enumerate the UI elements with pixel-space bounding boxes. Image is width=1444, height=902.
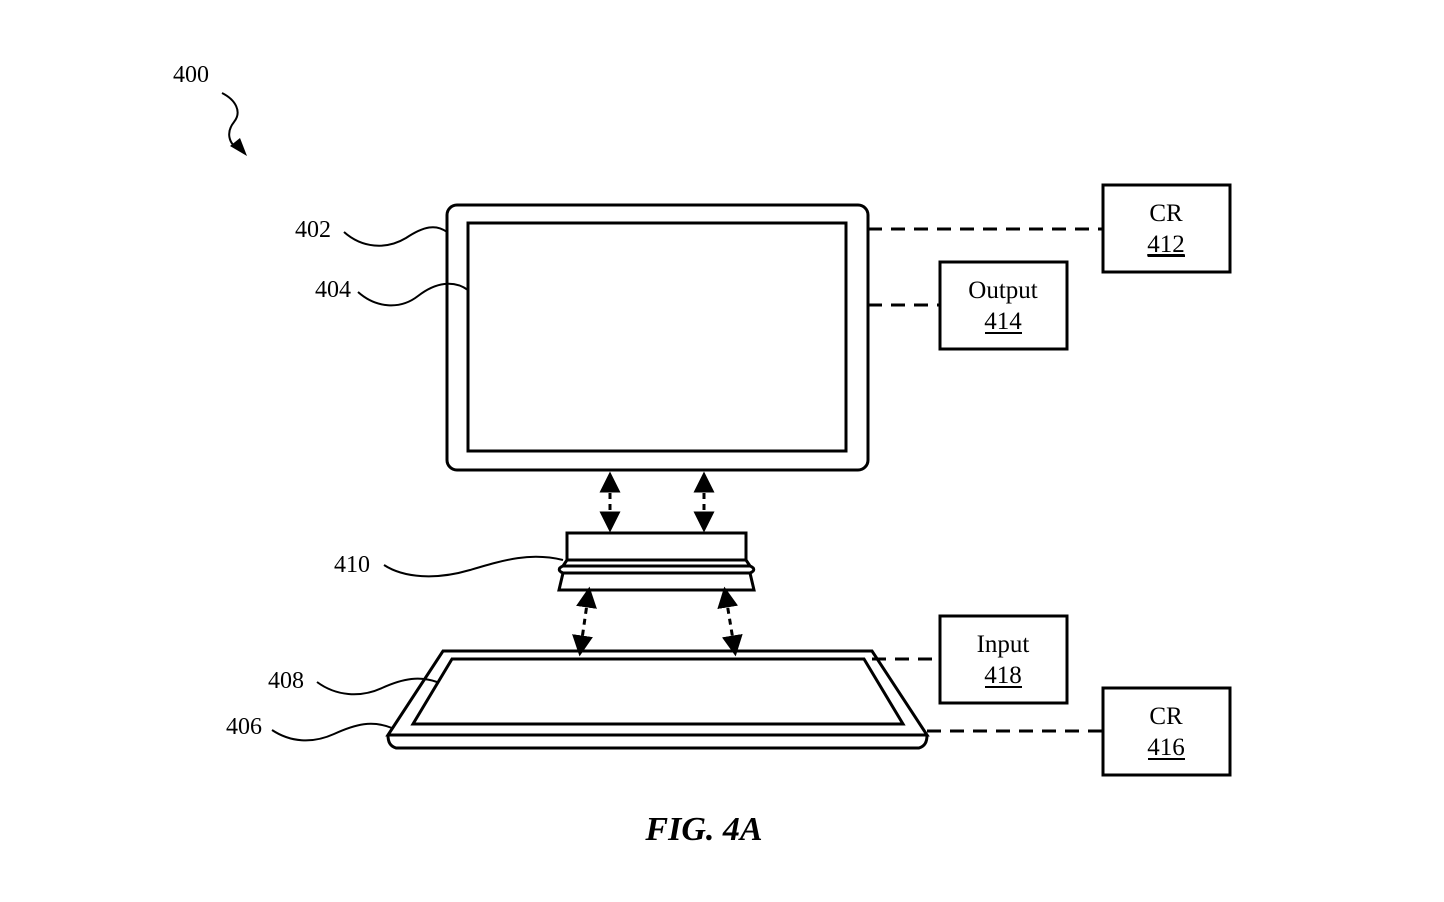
connector-reference-label: 410: [334, 552, 370, 578]
input-418-title: Input: [977, 631, 1030, 658]
connector-leader: [383, 555, 564, 578]
cr-416-title: CR: [1149, 703, 1183, 730]
display-screen-leader: [357, 282, 469, 307]
display-screen-reference-label: 404: [315, 277, 351, 303]
system-reference-leader: [221, 92, 241, 151]
output-414-title: Output: [968, 277, 1038, 304]
connector-keyboard-arrow-left: [572, 586, 597, 657]
system-arrowhead-icon: [230, 138, 247, 156]
display-housing: [445, 203, 870, 472]
cr-416-box: [1101, 686, 1232, 777]
display-screen: [466, 221, 848, 453]
cr-412-number: 412: [1147, 231, 1185, 258]
input-418-box: [938, 614, 1069, 705]
keyboard-base-406: [385, 649, 930, 750]
keyboard-surface-leader: [316, 677, 438, 696]
keyboard-surface-reference-label: 408: [268, 668, 304, 694]
display-housing-leader: [343, 226, 448, 247]
cr-412-title: CR: [1149, 200, 1183, 227]
connector-keyboard-arrow-right: [717, 586, 743, 657]
keyboard-base-leader: [271, 722, 393, 742]
output-414-box: [938, 260, 1069, 351]
output-414-number: 414: [984, 308, 1022, 335]
display-housing-reference-label: 402: [295, 217, 331, 243]
system-reference-label: 400: [173, 62, 209, 88]
keyboard-base-reference-label: 406: [226, 714, 262, 740]
input-418-number: 418: [984, 662, 1022, 689]
connector-410: [557, 531, 756, 592]
figure-caption: FIG. 4A: [644, 811, 762, 848]
cr-412-box: [1101, 183, 1232, 274]
keyboard-surface-408: [410, 657, 906, 726]
cr-416-number: 416: [1147, 734, 1185, 761]
